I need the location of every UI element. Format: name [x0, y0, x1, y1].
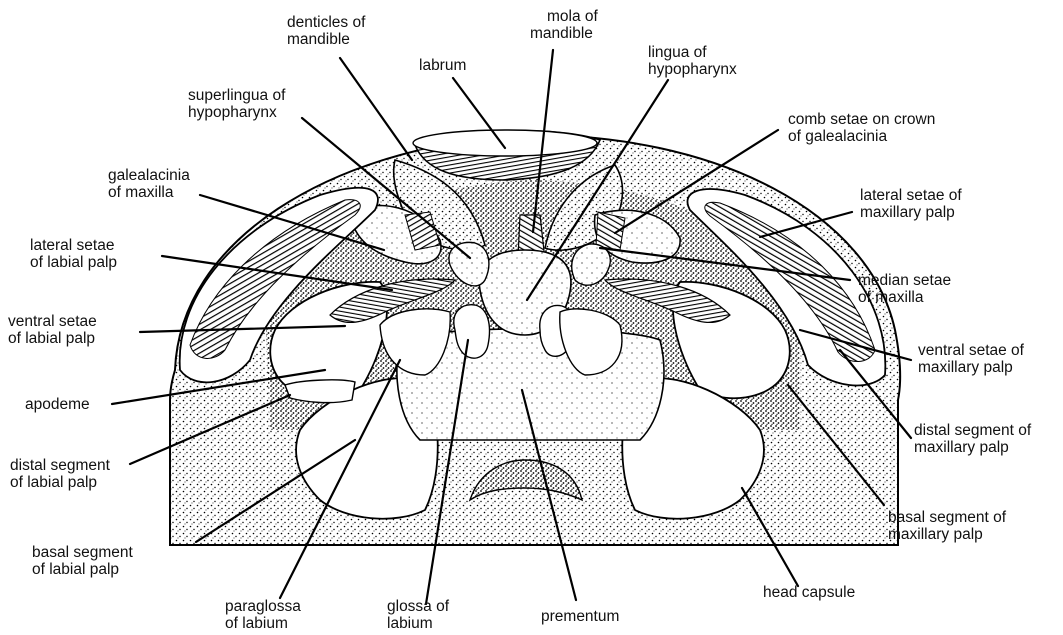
- label-denticles-of-mandible: denticles of mandible: [287, 14, 370, 48]
- label-galealacinia-of-maxilla: galealacinia of maxilla: [108, 167, 194, 201]
- label-comb-setae: comb setae on crown of galealacinia: [788, 111, 940, 145]
- label-paraglossa-of-labium: paraglossa of labium: [225, 598, 305, 632]
- left-apodeme: [285, 380, 355, 403]
- label-prementum: prementum: [541, 608, 619, 625]
- label-ventral-setae-labial-palp: ventral setae of labial palp: [8, 313, 101, 347]
- label-mola-of-mandible: mola of mandible: [530, 8, 602, 42]
- label-basal-segment-labial-palp: basal segment of labial palp: [32, 544, 137, 578]
- label-ventral-setae-maxillary-palp: ventral setae of maxillary palp: [918, 342, 1028, 376]
- label-labrum: labrum: [419, 57, 466, 74]
- label-superlingua-of-hypopharynx: superlingua of hypopharynx: [188, 87, 290, 121]
- label-apodeme: apodeme: [25, 396, 90, 413]
- label-lingua-of-hypopharynx: lingua of hypopharynx: [648, 44, 737, 78]
- label-glossa-of-labium: glossa of labium: [387, 598, 453, 632]
- labrum-rim: [413, 130, 597, 156]
- label-head-capsule: head capsule: [763, 584, 855, 601]
- label-lateral-setae-labial-palp: lateral setae of labial palp: [30, 237, 119, 271]
- label-distal-segment-maxillary-palp: distal segment of maxillary palp: [914, 422, 1036, 456]
- label-distal-segment-labial-palp: distal segment of labial palp: [10, 457, 114, 491]
- label-basal-segment-maxillary-palp: basal segment of maxillary palp: [888, 509, 1010, 543]
- right-galealacinia-comb: [596, 212, 625, 250]
- label-lateral-setae-maxillary-palp: lateral setae of maxillary palp: [860, 187, 966, 221]
- label-median-setae-of-maxilla: median setae of maxilla: [858, 272, 955, 306]
